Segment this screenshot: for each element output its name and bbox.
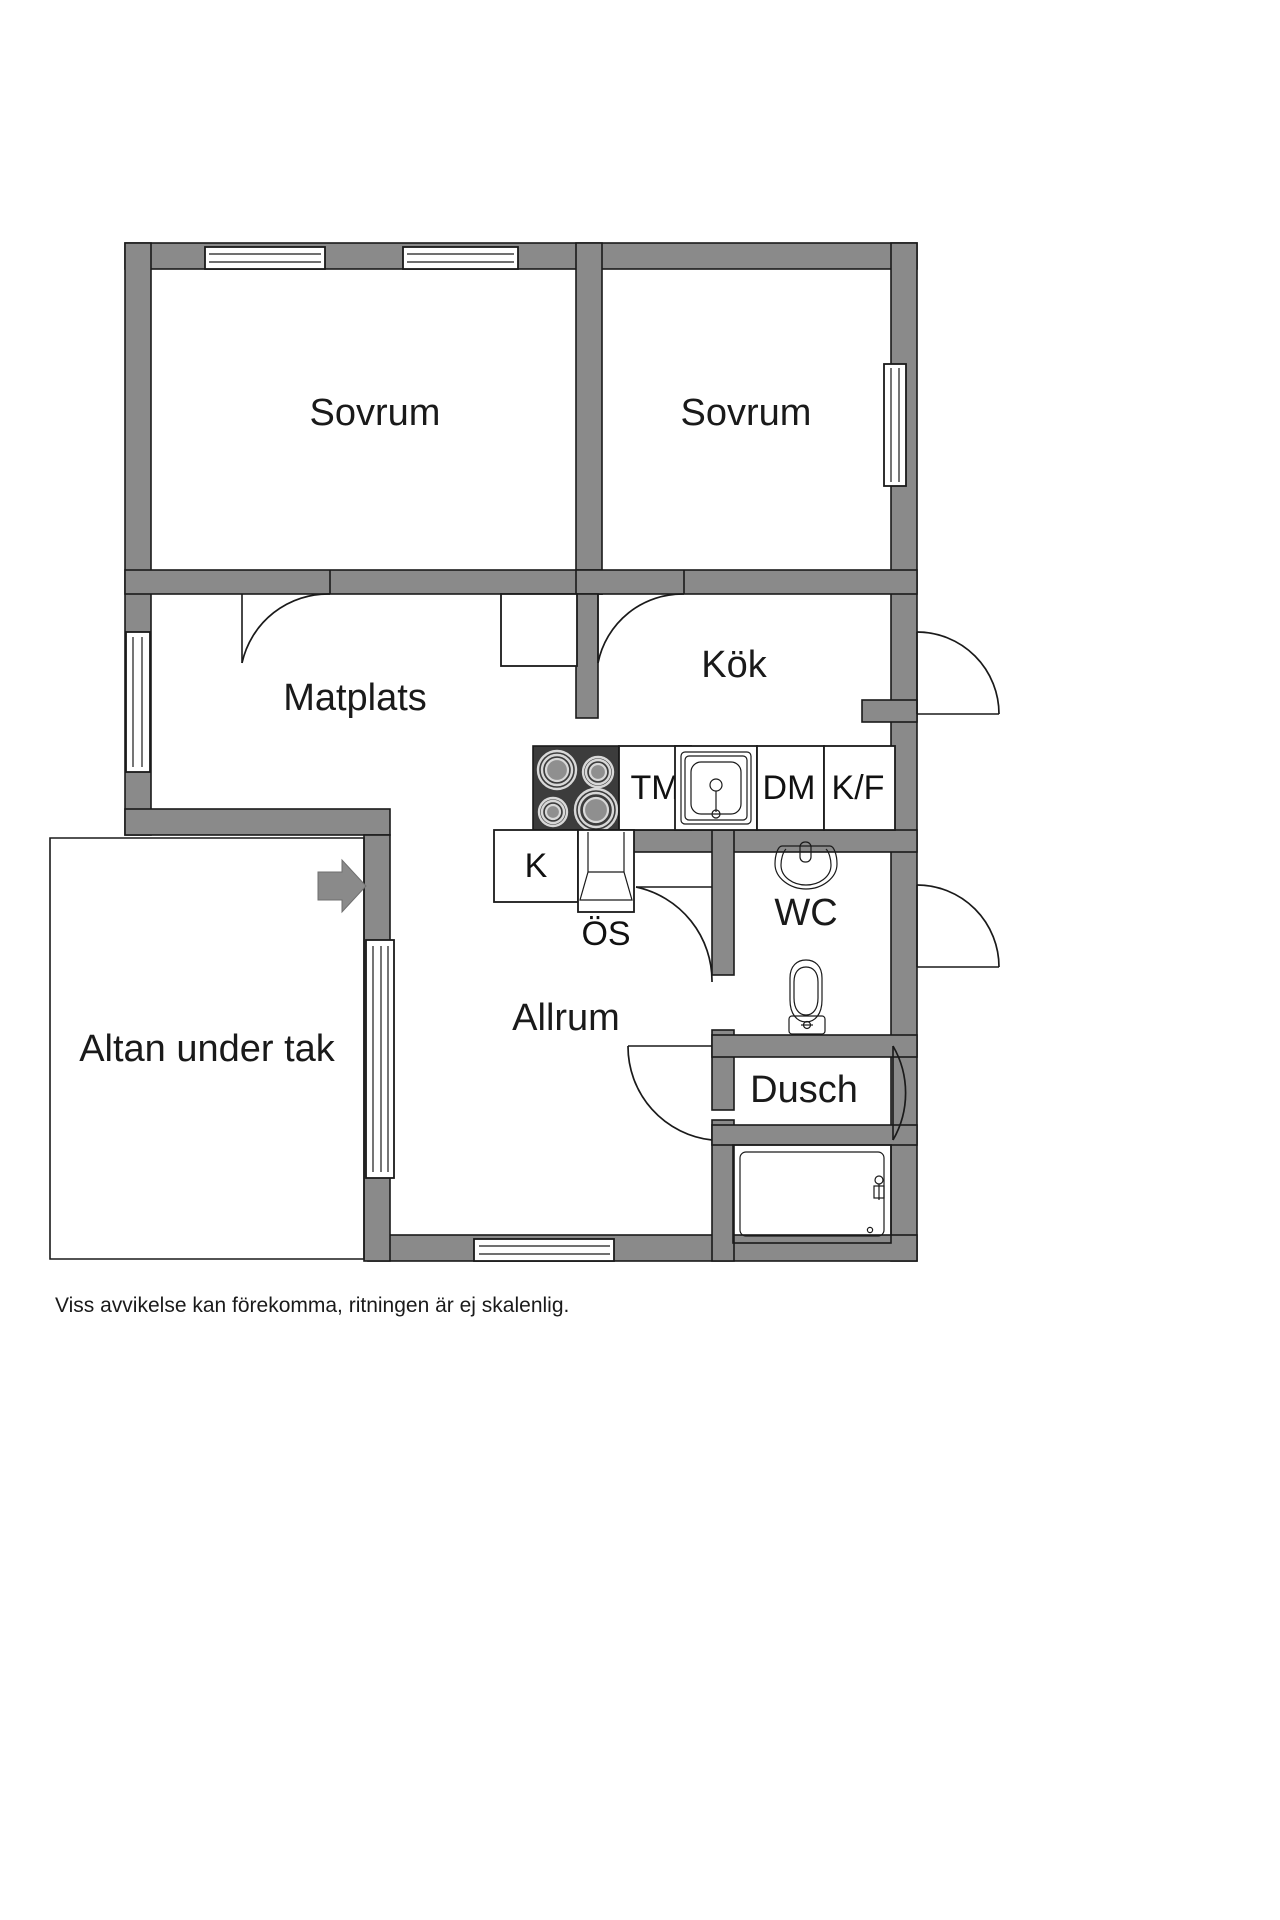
fridge-freezer-label: K/F: [832, 769, 885, 807]
window-matplats: [125, 631, 151, 773]
fridge-freezer-icon: K/F: [823, 745, 896, 831]
wc-fixtures: [774, 841, 838, 1035]
room-label-sovrum-right: Sovrum: [681, 392, 812, 434]
interior-wall-bedroom-left-bottom: [124, 569, 603, 595]
interior-wall-closet-stub: [575, 593, 599, 719]
door-kok-entry: [916, 631, 1000, 715]
door-sovrum-left: [241, 570, 331, 664]
window-bedroom-left-2: [402, 246, 519, 270]
closet-box: [500, 593, 578, 667]
stove-icon: [532, 745, 620, 833]
window-bedroom-right: [883, 363, 907, 487]
interior-wall-dusch-left: [711, 1119, 735, 1262]
interior-wall-kok-entry: [861, 699, 918, 723]
window-group: [125, 246, 907, 1262]
room-label-sovrum-left: Sovrum: [310, 392, 441, 434]
room-label-kok: Kök: [701, 644, 767, 686]
cabinet-label: K: [525, 847, 548, 885]
window-allrum: [473, 1238, 615, 1262]
door-dusch: [627, 1045, 713, 1141]
sink-icon: [674, 745, 758, 831]
door-allrum-to-hall: [635, 886, 713, 983]
window-bedroom-left-1: [204, 246, 326, 270]
room-label-dusch: Dusch: [750, 1069, 858, 1111]
room-label-allrum: Allrum: [512, 997, 620, 1039]
door-wc: [916, 884, 1000, 968]
kitchen-appliance-row: TM DM K/F: [493, 745, 896, 913]
hood-label: ÖS: [581, 915, 630, 953]
dishwasher-label: DM: [763, 769, 816, 807]
hood-icon: [577, 829, 635, 913]
room-label-matplats: Matplats: [283, 677, 427, 719]
interior-wall-dusch-top: [711, 1124, 918, 1146]
burner-4: [573, 787, 619, 833]
burner-3: [537, 796, 569, 828]
disclaimer-caption: Viss avvikelse kan förekomma, ritningen …: [55, 1294, 569, 1317]
altan-outline: [49, 837, 365, 1260]
interior-wall-wc-bottom: [711, 1034, 918, 1058]
room-label-wc: WC: [774, 892, 837, 934]
burner-2: [581, 755, 615, 789]
cabinet-icon: K: [493, 829, 579, 903]
room-label-altan: Altan under tak: [79, 1028, 336, 1070]
door-group: [241, 570, 1000, 1141]
toilet-icon: [788, 959, 826, 1035]
window-terrace-door: [365, 939, 395, 1179]
burner-1: [536, 749, 578, 791]
shower-tray-icon: [732, 1144, 892, 1244]
washing-machine-label: TM: [630, 769, 679, 807]
interior-wall-allrum-wc: [711, 829, 735, 976]
room-label-group: Sovrum Sovrum Matplats Kök Allrum WC Dus…: [79, 392, 858, 1111]
door-sovrum-right: [597, 570, 685, 664]
entry-arrow: [317, 858, 367, 914]
exterior-wall-matplats-bottom: [124, 808, 391, 836]
interior-wall-bedroom-right-bottom: [575, 569, 918, 595]
washbasin-icon: [774, 841, 838, 890]
door-dusch-exterior: [892, 1045, 907, 1141]
interior-wall-between-bedrooms: [575, 242, 603, 595]
exterior-wall-bottom: [367, 1234, 918, 1262]
dishwasher-icon: DM: [756, 745, 825, 831]
